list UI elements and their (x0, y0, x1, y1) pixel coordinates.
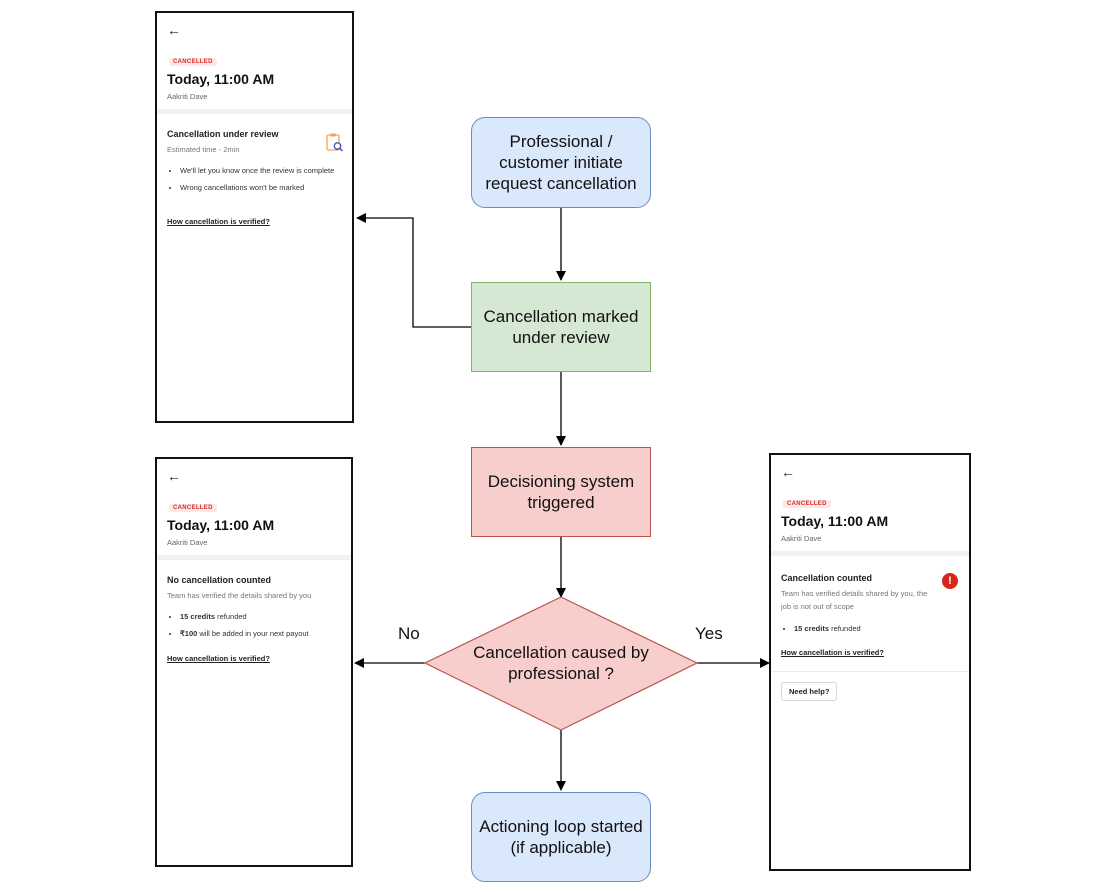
screen-no-cancellation-counted: ← CANCELLED Today, 11:00 AM Aakriti Dave… (155, 457, 353, 867)
edge-label-yes: Yes (695, 624, 723, 643)
need-help-button[interactable]: Need help? (781, 682, 838, 701)
card-title: No cancellation counted (167, 575, 272, 585)
payout-text: will be added in your next payout (197, 629, 309, 638)
edge-review-to-review-screen (356, 213, 471, 328)
edge-label-no: No (398, 624, 420, 643)
refund-list: 15 credits refunded (781, 622, 969, 639)
credits-text: refunded (215, 612, 247, 621)
decision-text: Cancellation caused by professional ? (473, 643, 649, 683)
back-arrow-icon[interactable]: ← (167, 22, 181, 38)
verification-link[interactable]: How cancellation is verified? (167, 654, 270, 663)
list-item: We'll let you know once the review is co… (180, 164, 350, 177)
info-list: We'll let you know once the review is co… (167, 164, 350, 198)
node-actioning-loop: Actioning loop started (if applicable) (471, 792, 651, 882)
customer-name: Aakriti Dave (781, 534, 822, 543)
credits-amount: 15 credits (794, 624, 830, 633)
verification-link[interactable]: How cancellation is verified? (781, 648, 884, 657)
booking-time-title: Today, 11:00 AM (781, 513, 889, 529)
customer-name: Aakriti Dave (167, 92, 208, 101)
booking-time-title: Today, 11:00 AM (167, 71, 275, 87)
payout-amount: ₹100 (180, 629, 198, 638)
back-arrow-icon[interactable]: ← (781, 464, 795, 480)
decision-diamond (423, 596, 699, 731)
status-badge: CANCELLED (169, 58, 217, 66)
status-badge: CANCELLED (783, 500, 831, 508)
node-under-review: Cancellation marked under review (471, 282, 651, 372)
list-item: 15 credits refunded (180, 610, 351, 623)
screen-cancellation-under-review: ← CANCELLED Today, 11:00 AM Aakriti Dave… (155, 11, 354, 423)
node-decisioning-system: Decisioning system triggered (471, 447, 651, 537)
verified-subtitle: Team has verified the details shared by … (167, 591, 312, 600)
card-title: Cancellation counted (781, 573, 873, 583)
estimated-time: Estimated time - 2min (167, 145, 240, 154)
verification-link[interactable]: How cancellation is verified? (167, 217, 270, 226)
section-divider (771, 671, 969, 672)
screen-cancellation-counted: ← CANCELLED Today, 11:00 AM Aakriti Dave… (769, 453, 971, 871)
credits-amount: 15 credits (180, 612, 216, 621)
alert-icon: ! (942, 573, 958, 589)
customer-name: Aakriti Dave (167, 538, 208, 547)
list-item: 15 credits refunded (794, 622, 969, 635)
refund-list: 15 credits refunded ₹100 will be added i… (167, 610, 351, 644)
section-divider (157, 109, 352, 114)
list-item: Wrong cancellations won't be marked (180, 181, 350, 194)
section-divider (157, 555, 351, 560)
credits-text: refunded (829, 624, 861, 633)
verified-subtitle: Team has verified details shared by you,… (781, 589, 928, 611)
node-initiate-cancellation: Professional / customer initiate request… (471, 117, 651, 208)
list-item: ₹100 will be added in your next payout (180, 627, 351, 640)
back-arrow-icon[interactable]: ← (167, 468, 181, 484)
status-badge: CANCELLED (169, 504, 217, 512)
booking-time-title: Today, 11:00 AM (167, 517, 275, 533)
card-title: Cancellation under review (167, 129, 279, 139)
section-divider (771, 551, 969, 556)
clipboard-search-icon (326, 133, 343, 152)
